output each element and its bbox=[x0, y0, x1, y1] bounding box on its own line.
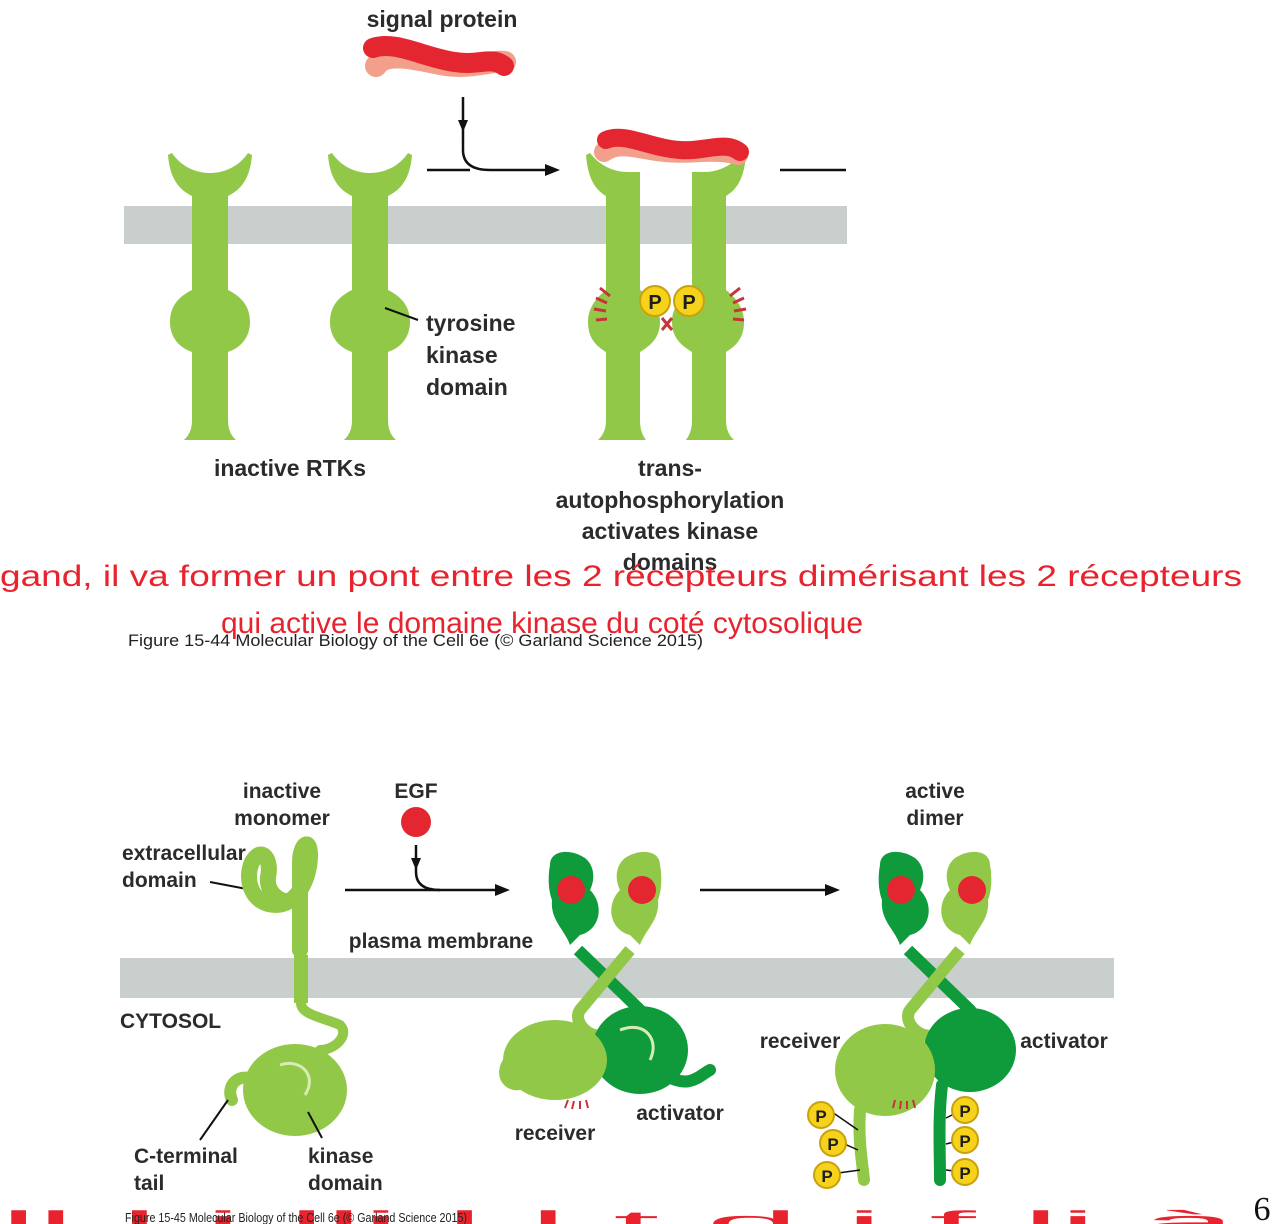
c-terminal-label-2: tail bbox=[134, 1172, 164, 1195]
extracellular-domain-label-2: domain bbox=[122, 869, 197, 892]
svg-text:P: P bbox=[959, 1132, 970, 1151]
phosphate-a1: P bbox=[951, 1096, 979, 1124]
receiver-label-middle: receiver bbox=[515, 1122, 596, 1145]
phosphate-1: P bbox=[639, 285, 671, 317]
phosphate-r3: P bbox=[813, 1161, 841, 1189]
overlay-text-line1: gand, il va former un pont entre les 2 r… bbox=[0, 560, 1242, 593]
activation-glow bbox=[593, 286, 747, 331]
svg-text:P: P bbox=[648, 292, 661, 314]
svg-text:P: P bbox=[827, 1135, 838, 1154]
active-rtk-dimer bbox=[586, 153, 746, 440]
egfr-inactive-monomer bbox=[224, 836, 349, 1136]
kinase-domain-label-2: domain bbox=[308, 1172, 383, 1195]
figure-15-44-caption: Figure 15-44 Molecular Biology of the Ce… bbox=[128, 631, 703, 650]
egf-label: EGF bbox=[394, 780, 437, 803]
signal-protein-label: signal protein bbox=[367, 6, 518, 32]
active-dimer-label-1: active bbox=[905, 780, 965, 803]
c-terminal-label-1: C-terminal bbox=[134, 1145, 238, 1168]
trans-autophos-label-2: autophosphorylation bbox=[556, 487, 785, 513]
svg-text:P: P bbox=[815, 1107, 826, 1126]
inactive-rtk-2 bbox=[328, 153, 412, 440]
trans-autophos-label-1: trans- bbox=[638, 455, 702, 481]
svg-text:P: P bbox=[959, 1102, 970, 1121]
egfr-dimer-middle bbox=[499, 851, 716, 1110]
cytosol-label: CYTOSOL bbox=[120, 1010, 221, 1033]
signal-protein-free: signal protein bbox=[363, 6, 518, 77]
receiver-label-right: receiver bbox=[760, 1030, 841, 1053]
kinase-domain-label-1: kinase bbox=[308, 1145, 373, 1168]
inactive-monomer-label-1: inactive bbox=[243, 780, 321, 803]
activation-arrow-bottom bbox=[345, 845, 840, 896]
phosphate-r2: P bbox=[819, 1129, 847, 1157]
membrane-top bbox=[124, 206, 847, 244]
svg-text:P: P bbox=[821, 1167, 832, 1186]
trans-autophos-label-3: activates kinase bbox=[582, 518, 758, 544]
phosphate-2: P bbox=[673, 285, 705, 317]
plasma-membrane-label: plasma membrane bbox=[349, 930, 533, 953]
tyrosine-kinase-pointer bbox=[384, 307, 419, 321]
active-dimer-label-2: dimer bbox=[906, 807, 963, 830]
inactive-rtks-label: inactive RTKs bbox=[214, 455, 366, 481]
svg-text:P: P bbox=[682, 292, 695, 314]
figure-15-44: signal protein tyrosine kinase domain in… bbox=[124, 6, 847, 650]
phosphate-a2: P bbox=[951, 1126, 979, 1154]
activator-label-right: activator bbox=[1020, 1030, 1108, 1053]
tyrosine-kinase-domain-label-1: tyrosine bbox=[426, 310, 515, 336]
figure-15-45-caption: Figure 15-45 Molecular Biology of the Ce… bbox=[125, 1210, 467, 1224]
trans-autophos-label-4: domains bbox=[623, 549, 718, 575]
overlay-text-bottom: ll l i lli l l t d i f li à bbox=[0, 1206, 1238, 1224]
egf-ligand bbox=[401, 807, 431, 837]
activation-arrow-top bbox=[427, 97, 846, 176]
extracellular-domain-label-1: extracellular bbox=[122, 842, 246, 865]
activator-label-middle: activator bbox=[636, 1102, 724, 1125]
inactive-monomer-label-2: monomer bbox=[234, 807, 330, 830]
tyrosine-kinase-domain-label-2: kinase bbox=[426, 342, 498, 368]
phosphate-r1: P bbox=[807, 1101, 835, 1129]
page-number: 6 bbox=[1254, 1191, 1271, 1224]
phosphate-a3: P bbox=[951, 1158, 979, 1186]
inactive-rtk-1 bbox=[168, 153, 252, 440]
egfr-dimer-right bbox=[830, 851, 1016, 1186]
kinase-domain-pointer bbox=[307, 1111, 323, 1139]
tyrosine-kinase-domain-label-3: domain bbox=[426, 374, 508, 400]
overlay-text-line2: qui active le domaine kinase du coté cyt… bbox=[221, 607, 863, 640]
c-terminal-pointer bbox=[199, 1099, 229, 1141]
svg-text:P: P bbox=[959, 1164, 970, 1183]
signal-protein-bound bbox=[594, 128, 749, 165]
figure-15-45: inactive monomer EGF active dimer extrac… bbox=[0, 780, 1238, 1224]
